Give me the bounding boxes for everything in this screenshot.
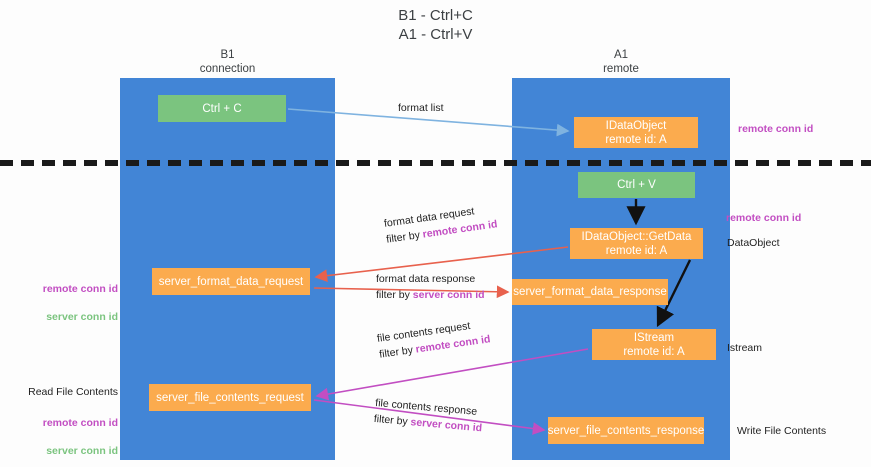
annotation-remote-conn-id-left-2: remote conn id [42,417,118,429]
node-ctrl-c[interactable]: Ctrl + C [158,95,286,122]
node-server-format-data-response[interactable]: server_format_data_response [512,279,668,305]
node-ctrl-v[interactable]: Ctrl + V [578,172,695,198]
filter-key-server-conn-id: server conn id [412,289,485,301]
edge-label-file-contents-response: file contents response filter by server … [373,395,484,436]
filter-prefix: filter by [373,412,412,429]
annotation-istream: Istream [727,342,763,354]
node-server-file-contents-response[interactable]: server_file_contents_response [548,417,704,444]
filter-prefix: filter by [385,228,424,246]
annotation-write-file-contents: Write File Contents [737,425,827,437]
edge-label-format-data-response: format data response filter by server co… [376,271,485,303]
annotation-left-conn-ids: remote conn id server conn id [20,268,118,338]
annotation-left-conn-ids-2: remote conn id server conn id [20,402,118,467]
edge-line-2: filter by server conn id [376,287,485,303]
annotation-server-conn-id-left: server conn id [46,311,118,323]
edge-label-format-list: format list [398,102,444,114]
column-header-a1: A1 remote [603,49,639,75]
edge-label-format-data-request: format data request filter by remote con… [383,200,498,247]
annotation-remote-conn-id-mid: remote conn id [726,212,802,224]
node-server-format-data-request[interactable]: server_format_data_request [152,268,310,295]
node-idataobject-getdata[interactable]: IDataObject::GetData remote id: A [570,228,703,259]
page-title: B1 - Ctrl+C A1 - Ctrl+V [398,7,473,43]
node-istream[interactable]: IStream remote id: A [592,329,716,360]
column-header-b1: B1 connection [199,49,256,75]
filter-key-server-conn-id: server conn id [410,416,483,435]
filter-prefix: filter by [378,343,417,361]
node-idataobject[interactable]: IDataObject remote id: A [574,117,698,148]
filter-prefix: filter by [376,289,413,301]
annotation-read-file-contents: Read File Contents [28,386,118,398]
edge-label-file-contents-request: file contents request filter by remote c… [376,315,491,362]
annotation-remote-conn-id-top: remote conn id [738,123,814,135]
node-server-file-contents-request[interactable]: server_file_contents_request [149,384,311,411]
phase-divider [0,160,871,166]
edge-line-1: format data response [376,273,476,285]
annotation-server-conn-id-left-2: server conn id [46,445,118,457]
annotation-dataobject: DataObject [727,237,780,249]
annotation-remote-conn-id-left: remote conn id [42,283,118,295]
